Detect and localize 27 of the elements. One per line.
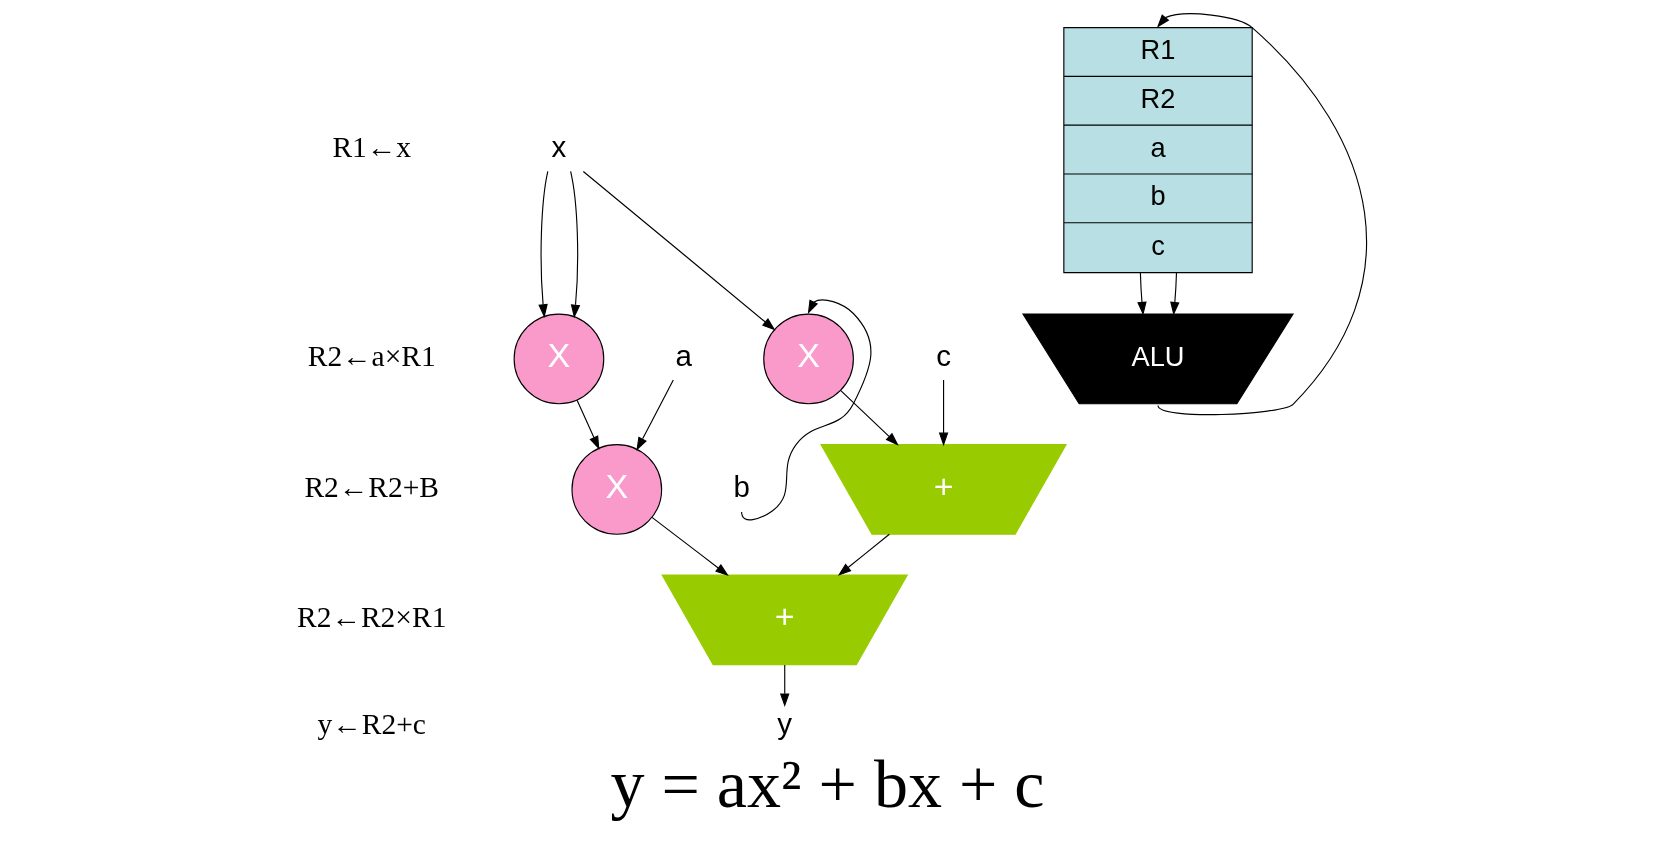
arrow	[1137, 271, 1147, 315]
arrow	[651, 516, 729, 576]
node-text: y	[777, 706, 793, 740]
label: R2←R2×R1	[297, 600, 447, 633]
arrow	[1170, 271, 1180, 315]
node-text: x	[551, 129, 567, 163]
arrow	[779, 663, 790, 707]
arrow	[938, 379, 949, 446]
arrow	[582, 170, 776, 330]
label: R2←a×R1	[307, 339, 436, 372]
arrow	[636, 379, 674, 451]
arrow	[1156, 12, 1368, 415]
node-text: a	[675, 338, 692, 372]
node-circle: X	[513, 313, 605, 404]
arrow	[538, 170, 549, 318]
arrow	[576, 399, 600, 450]
node-circle: X	[571, 443, 663, 535]
arrow	[741, 298, 872, 520]
node-text: c	[936, 338, 951, 372]
arrow	[840, 389, 899, 446]
node-text: b	[733, 469, 750, 503]
label: R1←x	[332, 130, 412, 163]
arrow	[570, 170, 581, 318]
label: R2←R2+B	[304, 470, 440, 503]
label: y←R2+c	[317, 707, 426, 740]
caption: y = ax² + bx + c	[610, 745, 1045, 821]
arrow	[837, 533, 890, 576]
